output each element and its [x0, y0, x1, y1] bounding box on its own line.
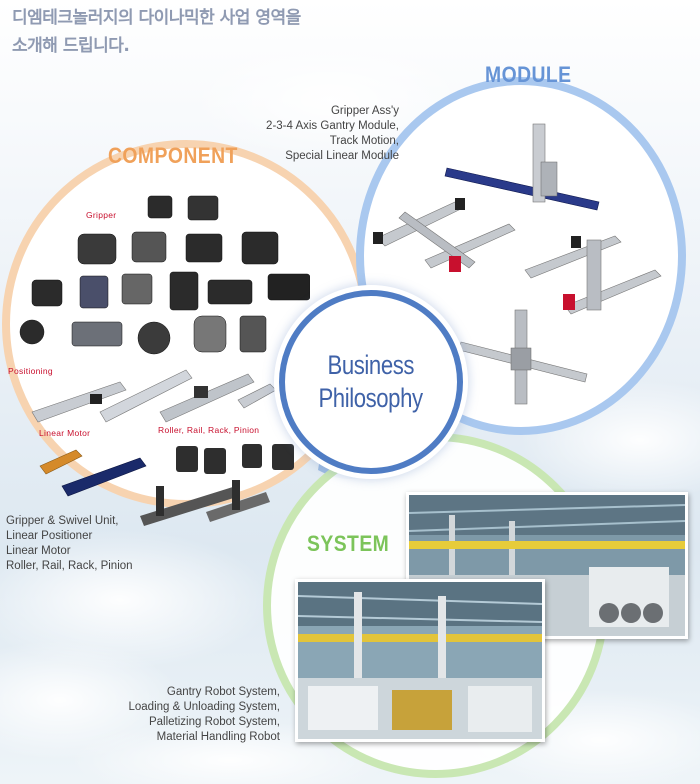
label-linear-motor: Linear Motor: [39, 428, 91, 438]
swivel-unit: [137, 321, 171, 355]
gantry-rail: [444, 167, 600, 211]
system-title: SYSTEM: [307, 531, 390, 556]
gripper-product: [131, 231, 167, 263]
gripper-product: [241, 231, 279, 265]
label-positioning: Positioning: [8, 366, 53, 376]
module-endcap: [373, 232, 383, 244]
linear-positioner: [237, 383, 277, 409]
label-gripper: Gripper: [86, 210, 117, 220]
component-caption: Gripper & Swivel Unit, Linear Positioner…: [6, 514, 133, 574]
gripper-product: [187, 195, 219, 221]
system-caption-line: Loading & Unloading System,: [128, 701, 280, 713]
gripper-product: [147, 195, 173, 219]
roller-product: [204, 448, 226, 474]
rail-product: [140, 486, 240, 526]
gripper-product: [207, 279, 253, 305]
axis-module: [564, 269, 662, 315]
system-caption-line: Material Handling Robot: [156, 731, 280, 743]
module-caption: Gripper Ass'y 2-3-4 Axis Gantry Module, …: [266, 104, 399, 164]
swivel-unit: [71, 321, 123, 347]
component-title: COMPONENT: [108, 143, 238, 168]
module-carriage: [510, 347, 532, 371]
pinion-product: [156, 486, 164, 516]
gripper-assy: [563, 294, 575, 310]
roller-product: [272, 444, 294, 470]
module-caption-line: 2-3-4 Axis Gantry Module,: [266, 120, 399, 132]
gripper-product: [79, 275, 109, 309]
module-title: MODULE: [485, 62, 572, 87]
roller-product: [176, 446, 198, 472]
roller-product: [242, 444, 262, 468]
linear-positioner: [31, 381, 127, 423]
gripper-product: [121, 273, 153, 305]
center-title-line-2: Philosophy: [318, 383, 424, 413]
axis-module: [424, 223, 516, 269]
module-caption-line: Track Motion,: [329, 135, 399, 147]
headline-line-1: 디엠테크놀러지의 다이나믹한 사업 영역을: [12, 8, 301, 28]
linear-motor: [61, 457, 147, 497]
system-caption-line: Gantry Robot System,: [166, 686, 280, 698]
gripper-product: [267, 273, 310, 301]
component-caption-line: Linear Positioner: [6, 530, 93, 542]
module-products-illustration: [373, 123, 662, 405]
system-caption-line: Palletizing Robot System,: [148, 716, 280, 728]
linear-motor: [39, 449, 83, 475]
module-caption-line: Special Linear Module: [285, 150, 399, 162]
headline-line-2: 소개해 드립니다.: [12, 36, 130, 56]
component-caption-line: Roller, Rail, Rack, Pinion: [6, 560, 133, 572]
positioner-block: [194, 386, 208, 398]
axis-module: [398, 211, 476, 269]
system-caption: Gantry Robot System, Loading & Unloading…: [128, 685, 280, 745]
gripper-product: [31, 279, 63, 307]
swivel-unit: [239, 315, 267, 353]
swivel-unit: [19, 319, 45, 345]
gantry-carriage: [540, 161, 558, 197]
positioner-block: [90, 394, 102, 404]
component-caption-line: Linear Motor: [6, 545, 71, 557]
gripper-product: [77, 233, 117, 265]
swivel-unit: [193, 315, 227, 353]
page-headline: 디엠테크놀러지의 다이나믹한 사업 영역을 소개해 드립니다.: [12, 4, 301, 60]
business-philosophy-circle: Business Philosophy: [279, 290, 463, 474]
factory-photo-loading-art: [298, 582, 542, 739]
component-caption-line: Gripper & Swivel Unit,: [6, 515, 119, 527]
linear-positioner: [99, 369, 193, 423]
module-endcap: [455, 198, 465, 210]
factory-photo-loading: [295, 579, 545, 742]
label-roller-rail: Roller, Rail, Rack, Pinion: [158, 425, 260, 435]
module-endcap: [571, 236, 581, 248]
component-products-illustration: [19, 195, 310, 526]
center-title-line-1: Business: [327, 350, 415, 380]
module-caption-line: Gripper Ass'y: [330, 105, 399, 117]
gripper-assy: [449, 256, 461, 272]
vertical-axis: [586, 239, 602, 311]
pinion-product: [232, 480, 240, 510]
gripper-product: [185, 233, 223, 263]
gripper-product: [169, 271, 199, 311]
